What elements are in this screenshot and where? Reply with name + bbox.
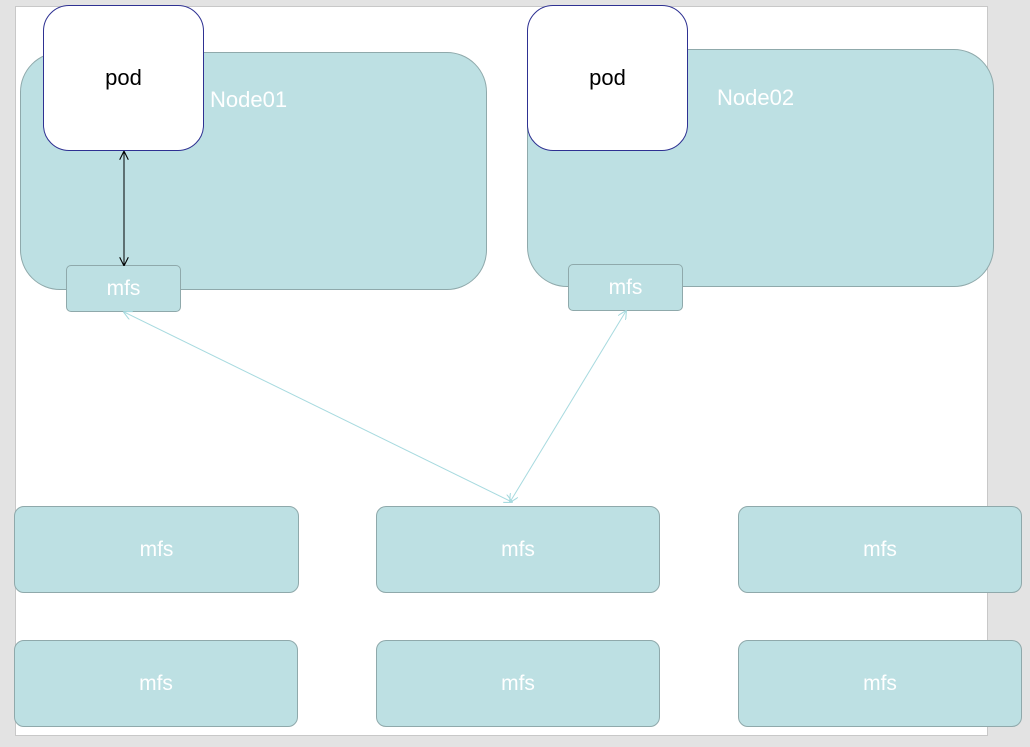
node01-pod: pod bbox=[43, 5, 204, 151]
node01-label: Node01 bbox=[210, 87, 288, 112]
node01-mfs: mfs bbox=[66, 265, 181, 312]
node02-pod: pod bbox=[527, 5, 688, 151]
node02-mfs: mfs bbox=[568, 264, 683, 311]
cluster-mfs-4: mfs bbox=[14, 640, 298, 727]
cluster-mfs-6: mfs bbox=[738, 640, 1022, 727]
cluster-mfs-1: mfs bbox=[14, 506, 299, 593]
cluster-mfs-2: mfs bbox=[376, 506, 660, 593]
cluster-mfs-3: mfs bbox=[738, 506, 1022, 593]
node02-label: Node02 bbox=[717, 85, 795, 110]
cluster-mfs-5: mfs bbox=[376, 640, 660, 727]
